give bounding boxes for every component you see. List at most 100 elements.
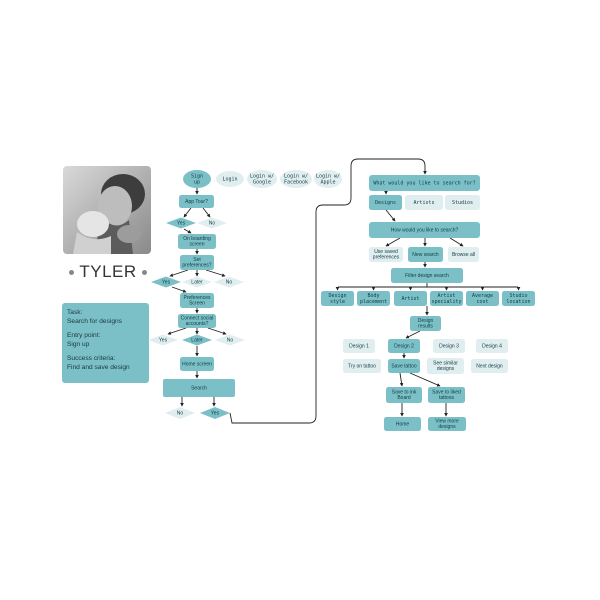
login-apple-node: Login w/Apple: [314, 170, 342, 188]
edge-save-inkboard: [399, 372, 404, 387]
node-label: App Tour?: [185, 199, 208, 205]
connect-later-diamond: Later: [182, 334, 212, 346]
node-label: Facebook: [284, 179, 308, 185]
bullet-dot-icon: [141, 270, 147, 276]
entry-point-label: Entry point:: [67, 332, 101, 340]
connect-no-diamond: No: [215, 334, 245, 346]
node-label: Use saved: [374, 249, 398, 255]
node-label: Yes: [177, 220, 186, 226]
node-label: Browse all: [452, 252, 475, 258]
node-label: accounts?: [186, 321, 209, 327]
preferences-later-diamond: Later: [182, 276, 212, 288]
node-label: Body: [367, 293, 379, 299]
edge-yes-to-right-flow: [229, 158, 427, 424]
design-4-node: Design 4: [476, 339, 508, 353]
entry-point-value: Sign up: [67, 340, 90, 348]
browse-all-node: Browse all: [448, 247, 479, 262]
how-search-node: How would you like to search?: [369, 222, 480, 238]
home-screen-node: Home screen: [180, 357, 214, 371]
node-label: Artist: [401, 296, 419, 302]
node-label: Design 4: [482, 343, 502, 349]
node-label: Set: [193, 257, 201, 263]
task-label: Task:: [67, 309, 83, 316]
node-label: Login: [222, 177, 237, 183]
edge-apptour-yes: [183, 207, 192, 218]
node-label: tattoos: [439, 395, 455, 401]
node-label: How would you like to search?: [391, 227, 459, 233]
node-label: What would you like to search for?: [373, 181, 475, 187]
node-label: Board: [397, 395, 411, 401]
node-label: No: [209, 220, 216, 226]
father-holding-baby-photo-icon: [63, 166, 151, 254]
persona-photo: [63, 166, 151, 254]
design-1-node: Design 1: [343, 339, 375, 353]
node-label: Login w/: [250, 174, 274, 180]
node-label: speciality: [431, 299, 461, 305]
filter-option-3-node: Artist: [394, 291, 427, 306]
node-label: up: [194, 179, 200, 185]
node-label: Design: [328, 293, 346, 299]
app-tour-node: App Tour?: [179, 195, 214, 208]
node-label: No: [227, 337, 234, 343]
try-on-tattoo-node: Try on tattoo: [343, 359, 381, 373]
node-label: results: [418, 324, 433, 330]
node-label: Later: [191, 337, 203, 343]
edge-connect-yes: [167, 327, 187, 335]
flow-connectors: [167, 158, 521, 424]
node-label: Artists: [413, 200, 434, 206]
node-label: Home: [396, 421, 410, 427]
node-label: Save to liked: [432, 390, 461, 396]
node-label: Yes: [159, 337, 168, 343]
login-node: Login: [216, 171, 244, 187]
search-yes-diamond: Yes: [200, 407, 230, 419]
search-no-diamond: No: [165, 407, 195, 419]
edge-save-liked: [409, 372, 441, 387]
persona-name: TYLER: [79, 262, 137, 281]
connect-yes-diamond: Yes: [148, 334, 178, 346]
save-tattoo-node: Save tattoo: [388, 359, 420, 373]
node-label: Sign: [191, 174, 203, 180]
node-label: cost: [476, 299, 488, 305]
node-label: location: [506, 299, 530, 305]
node-label: Preferences: [184, 295, 211, 301]
app-tour-no-diamond: No: [197, 217, 227, 229]
node-label: Artist: [437, 293, 455, 299]
tab-artists-node: Artists: [405, 195, 443, 210]
edge-designs-how: [385, 209, 396, 222]
node-label: Design 2: [394, 343, 414, 349]
edge-connect-no: [207, 327, 227, 335]
node-label: preferences: [373, 255, 400, 261]
task-value: Search for designs: [67, 317, 122, 325]
node-label: Connect social: [181, 316, 214, 322]
node-label: Screen: [189, 301, 205, 307]
preferences-no-diamond: No: [214, 276, 244, 288]
home-node: Home: [384, 417, 421, 431]
node-label: Google: [253, 179, 271, 185]
login-facebook-node: Login w/Facebook: [280, 170, 312, 188]
node-label: No: [177, 410, 184, 416]
node-label: Yes: [162, 279, 171, 285]
node-label: See similar: [433, 361, 458, 367]
app-tour-yes-diamond: Yes: [166, 217, 196, 229]
node-label: Filter design search: [405, 273, 449, 279]
filter-search-node: Filter design search: [391, 268, 463, 283]
task-card: Task:Search for designs Entry point:Sign…: [62, 303, 149, 383]
tab-studios-node: Studios: [445, 195, 480, 210]
edge-results-design2: [405, 330, 421, 339]
node-label: Yes: [211, 410, 220, 416]
node-label: On boarding: [183, 236, 211, 242]
node-label: Save to ink: [392, 390, 417, 396]
persona-name-row: TYLER: [62, 262, 154, 282]
tab-designs-node: Designs: [369, 195, 402, 210]
